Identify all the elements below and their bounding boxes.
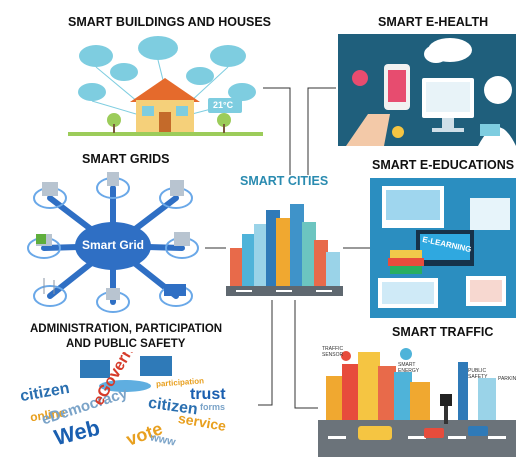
admin-title-line2: AND PUBLIC SAFETY bbox=[66, 338, 186, 350]
buildings-panel: 21°C bbox=[68, 34, 263, 142]
word-citizen: citizen bbox=[18, 379, 71, 406]
education-panel: E-LEARNING bbox=[370, 178, 516, 318]
admin-title-line1: ADMINISTRATION, PARTICIPATION bbox=[30, 323, 223, 335]
grids-title: SMART GRIDS bbox=[82, 152, 170, 166]
admin-word-cloud: citizen online eDemocracy Web eGovernmen… bbox=[0, 352, 258, 457]
ehealth-title: SMART E-HEALTH bbox=[378, 15, 489, 29]
traffic-panel: TRAFFIC SENSOR SMART ENERGY PUBLIC SAFET… bbox=[318, 342, 516, 457]
temperature-badge: 21°C bbox=[213, 100, 234, 110]
city-panel bbox=[226, 200, 343, 296]
traffic-label-safety: PUBLIC SAFETY bbox=[468, 368, 488, 380]
buildings-title: SMART BUILDINGS AND HOUSES bbox=[68, 15, 272, 29]
grids-panel: Smart Grid bbox=[22, 168, 204, 314]
grid-hub-label: Smart Grid bbox=[82, 238, 145, 252]
word-service: service bbox=[176, 409, 228, 435]
education-title: SMART E-EDUCATIONS bbox=[372, 158, 515, 172]
traffic-title: SMART TRAFFIC bbox=[392, 325, 494, 339]
admin-panel: citizen online eDemocracy Web eGovernmen… bbox=[0, 352, 258, 457]
center-title: SMART CITIES bbox=[240, 174, 329, 188]
traffic-label-sensor: TRAFFIC SENSOR bbox=[322, 346, 344, 358]
ehealth-panel bbox=[338, 34, 516, 146]
word-trust: trust bbox=[190, 386, 226, 403]
traffic-label-parking: PARKING bbox=[498, 376, 516, 382]
word-www: www bbox=[149, 431, 177, 449]
word-forms: forms bbox=[200, 402, 226, 412]
traffic-label-energy: SMART ENERGY bbox=[398, 362, 420, 374]
